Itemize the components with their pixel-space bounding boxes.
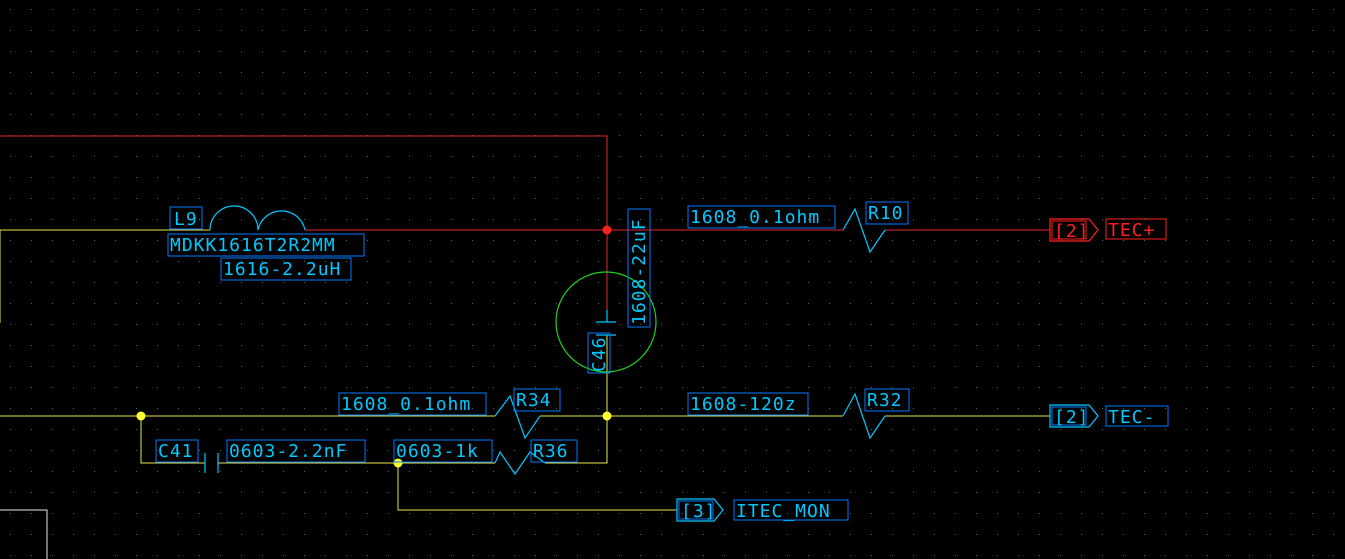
ref-box — [513, 388, 561, 412]
value-box — [338, 392, 487, 416]
sheet-box — [678, 500, 714, 520]
sheet-box — [1051, 406, 1087, 426]
value-box — [687, 392, 809, 416]
ref-box — [530, 439, 578, 463]
value-r32: 1608-120z — [690, 394, 797, 415]
part-l9: MDKK1616T2R2MM — [170, 235, 336, 256]
value-box — [393, 439, 493, 463]
junction-power — [602, 225, 612, 235]
name-box — [733, 499, 849, 521]
ref-r36: R36 — [533, 441, 569, 462]
name-itec-mon: ITEC_MON — [736, 501, 831, 522]
value-r34: 1608_0.1ohm — [341, 394, 471, 415]
ref-c41: C41 — [158, 441, 194, 462]
ref-box — [864, 388, 910, 412]
wire-r36-right[interactable] — [545, 416, 608, 464]
value-c41: 0603-2.2nF — [229, 441, 347, 462]
sheet-tec-minus: [2] — [1054, 407, 1090, 428]
wire-itec-mon[interactable] — [397, 463, 677, 511]
value-r10: 1608_0.1ohm — [690, 207, 820, 228]
sheet-itec-mon: [3] — [681, 501, 717, 522]
value-l9: 1616-2.2uH — [223, 259, 341, 280]
wire-unnamed[interactable] — [0, 509, 48, 559]
resistor-r36[interactable]: 0603-1k R36 — [393, 439, 578, 476]
resistor-symbol — [494, 450, 546, 476]
net-signal — [0, 229, 1050, 511]
value-box — [627, 208, 651, 328]
ref-box — [865, 201, 909, 225]
part-box — [167, 233, 365, 257]
value-box — [220, 257, 352, 281]
ref-r32: R32 — [867, 390, 903, 411]
highlight-circle — [555, 271, 657, 373]
junction-itec — [393, 458, 403, 468]
port-arrow — [1049, 404, 1099, 428]
resistor-r34[interactable]: 1608_0.1ohm R34 — [338, 388, 561, 440]
ref-r10: R10 — [868, 203, 904, 224]
port-arrow — [1049, 218, 1099, 242]
ref-r34: R34 — [516, 390, 552, 411]
inductor-l9[interactable]: L9 MDKK1616T2R2MM 1616-2.2uH — [167, 205, 365, 281]
capacitor-c46[interactable]: C46 1608-22uF — [555, 208, 657, 374]
ref-box — [155, 439, 199, 463]
name-box — [1105, 405, 1169, 427]
sheet-tec-plus: [2] — [1054, 221, 1090, 242]
net-power — [0, 135, 1050, 310]
port-tec-minus[interactable]: [2] TEC- — [1049, 404, 1169, 428]
ref-l9: L9 — [174, 209, 198, 230]
capacitor-c41[interactable]: C41 0603-2.2nF — [155, 439, 366, 473]
value-c46: 1608-22uF — [629, 218, 650, 325]
inductor-symbol — [209, 205, 306, 231]
ref-box — [169, 206, 203, 230]
port-tec-plus[interactable]: [2] TEC+ — [1049, 218, 1167, 242]
port-arrow — [676, 498, 724, 522]
resistor-r32[interactable]: 1608-120z R32 — [687, 388, 910, 440]
resistor-symbol — [842, 392, 886, 440]
value-box — [687, 205, 836, 229]
value-r36: 0603-1k — [396, 441, 479, 462]
wire-l9-input[interactable] — [0, 229, 210, 323]
ref-box — [587, 332, 611, 374]
name-box — [1105, 218, 1167, 240]
value-box — [226, 439, 366, 463]
junction-c46 — [602, 411, 612, 421]
port-itec-mon[interactable]: [3] ITEC_MON — [676, 498, 849, 522]
name-tec-plus: TEC+ — [1108, 220, 1155, 241]
resistor-symbol — [494, 394, 541, 440]
sheet-box — [1051, 220, 1087, 240]
resistor-symbol — [842, 207, 886, 254]
ref-c46: C46 — [589, 336, 610, 372]
wire-c41-left[interactable] — [140, 416, 205, 464]
junction-left — [136, 411, 146, 421]
resistor-r10[interactable]: 1608_0.1ohm R10 — [687, 201, 909, 254]
wire-power-top[interactable] — [0, 135, 608, 230]
name-tec-minus: TEC- — [1108, 407, 1155, 428]
